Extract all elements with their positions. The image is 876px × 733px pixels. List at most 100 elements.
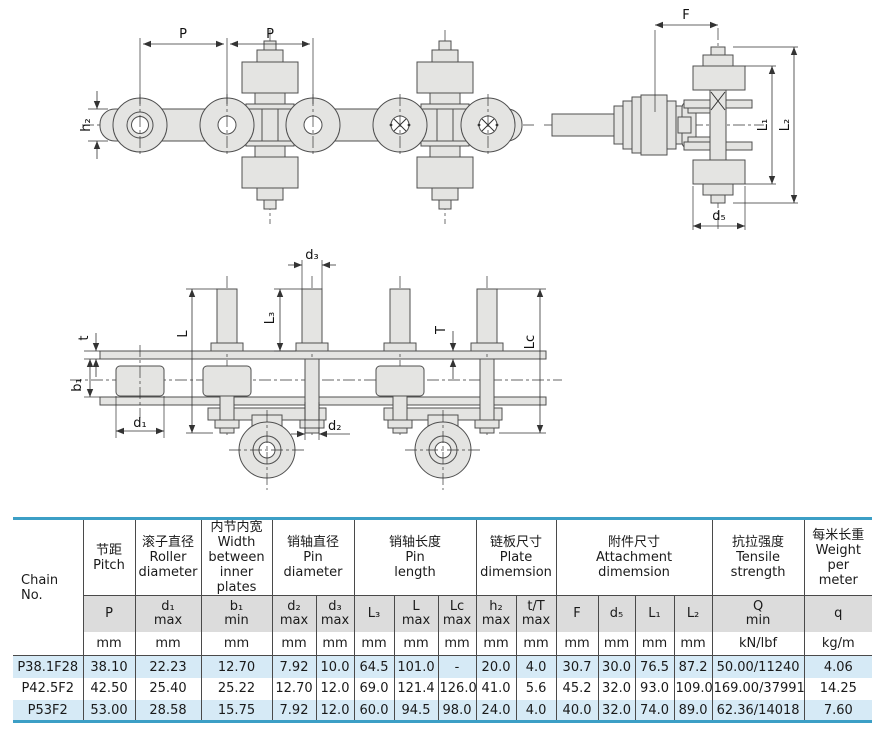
col-symbol-l1: L₁ xyxy=(635,595,675,632)
cell: 20.0 xyxy=(476,655,517,678)
roller xyxy=(112,94,168,156)
pitch-dimension: P P xyxy=(139,27,314,104)
stud-pin-with-roller xyxy=(202,276,252,438)
table-row: P38.1F28 38.10 22.23 12.70 7.92 10.0 64.… xyxy=(13,655,873,678)
stud-pin xyxy=(470,276,504,438)
col-unit: mm xyxy=(476,631,517,657)
col-group-pin-diameter: 销轴直径 Pin diameter xyxy=(272,518,355,597)
col-group-pitch: 节距 Pitch xyxy=(83,518,136,597)
cell: 14.25 xyxy=(819,681,857,697)
cell: 60.0 xyxy=(354,699,395,722)
col-symbol-h2: h₂ max xyxy=(476,595,517,632)
cell-chain-no: P38.1F28 xyxy=(13,655,84,678)
cell: 4.0 xyxy=(516,655,557,678)
cell: 4.0 xyxy=(516,699,557,722)
col-unit: mm xyxy=(316,631,355,657)
cell: 98.0 xyxy=(438,699,477,722)
d1-dimension: d₁ xyxy=(115,396,165,438)
cell: 24.0 xyxy=(476,699,517,722)
col-symbol-q: q xyxy=(804,595,873,632)
col-symbol-l2: L₂ xyxy=(674,595,713,632)
d5-dimension: d₅ xyxy=(692,186,746,230)
trolley-wheel xyxy=(229,410,305,490)
cell: 121.4 xyxy=(394,677,439,700)
table-row: P42.5F2 42.50 25.40 25.22 12.70 12.0 69.… xyxy=(13,677,872,700)
b1-dimension: b₁ xyxy=(70,359,100,398)
cell: 12.0 xyxy=(316,699,355,722)
attachment-bolt-assembly xyxy=(683,46,753,204)
t-cap-dimension: T xyxy=(434,326,457,379)
table-row: P53F2 53.00 28.58 15.75 7.92 12.0 60.0 9… xyxy=(13,699,873,722)
col-header-chain-no: Chain No. xyxy=(13,518,84,657)
roller-with-cotter xyxy=(460,94,516,156)
col-symbol-d5: d₅ xyxy=(598,595,636,632)
cell: 25.22 xyxy=(201,677,273,700)
col-unit: mm xyxy=(635,631,675,657)
dim-label-l1: L₁ xyxy=(756,119,771,131)
cell: 101.0 xyxy=(394,655,439,678)
cell: 50.00/11240 xyxy=(712,655,805,678)
col-symbol-f: F xyxy=(556,595,599,632)
col-group-inner-width: 内节内宽 Width between inner plates xyxy=(201,518,273,597)
cell: 62.36/14018 xyxy=(712,699,805,722)
engineering-drawings: P P h₂ xyxy=(70,8,798,490)
cell: 64.5 xyxy=(354,655,395,678)
cell: 15.75 xyxy=(201,699,273,722)
dim-label-t: t xyxy=(77,335,92,340)
col-unit: kg/m xyxy=(804,631,873,657)
l-dimension: L xyxy=(176,288,217,434)
cell-chain-no: P53F2 xyxy=(13,699,84,722)
col-symbol-b1: b₁ min xyxy=(201,595,273,632)
d2-dimension: d₂ xyxy=(291,402,350,440)
col-unit: mm xyxy=(83,631,136,657)
cell: 93.0 xyxy=(635,677,675,700)
col-symbol-d3: d₃ max xyxy=(316,595,355,632)
dim-label-l3: L₃ xyxy=(263,312,278,324)
cell: 94.5 xyxy=(394,699,439,722)
cell: 4.06 xyxy=(823,659,853,675)
dim-label-d5: d₅ xyxy=(712,209,725,224)
dim-label-h2: h₂ xyxy=(79,118,94,131)
dim-label-d3: d₃ xyxy=(305,248,318,263)
cell-chain-no: P42.5F2 xyxy=(13,677,84,700)
col-unit: kN/lbf xyxy=(712,631,805,657)
stud-pin-with-roller xyxy=(375,276,425,438)
cell: 12.70 xyxy=(272,677,317,700)
cell: 126.0 xyxy=(438,677,477,700)
dim-label-l: L xyxy=(176,330,191,338)
col-symbol-d1: d₁ max xyxy=(135,595,202,632)
lc-dimension: Lc xyxy=(497,288,546,434)
col-group-tensile-strength: 抗拉强度 Tensile strength xyxy=(712,518,805,597)
chain-end-view-drawing: F L₁ L₂ d₅ xyxy=(544,8,798,232)
roller xyxy=(285,94,341,156)
cell: 30.7 xyxy=(556,655,599,678)
col-group-attachment-dimension: 附件尺寸 Attachment dimemsion xyxy=(556,518,713,597)
cell: 45.2 xyxy=(556,677,599,700)
chain-elevation-drawing: t b₁ d₁ L d₃ L₃ xyxy=(70,248,562,490)
bottom-link-plate xyxy=(99,396,547,406)
col-unit: mm xyxy=(598,631,636,657)
cell: 76.5 xyxy=(635,655,675,678)
dim-label-p: P xyxy=(179,27,187,42)
l2-dimension: L₂ xyxy=(733,46,798,204)
col-unit: mm xyxy=(394,631,439,657)
attachment-bolt-assembly xyxy=(241,30,299,224)
col-unit: mm xyxy=(438,631,477,657)
cell: 89.0 xyxy=(674,699,713,722)
cell: 12.0 xyxy=(316,677,355,700)
col-symbol-p: P xyxy=(83,595,136,632)
cell: 28.58 xyxy=(135,699,202,722)
cell: 30.0 xyxy=(598,655,636,678)
pin-shaft xyxy=(551,94,685,156)
cell: 5.6 xyxy=(516,677,557,700)
col-symbol-tT: t/T max xyxy=(516,595,557,632)
col-symbol-q-min: Q min xyxy=(712,595,805,632)
dim-label-lc: Lc xyxy=(523,335,538,349)
t-dimension: t xyxy=(77,333,100,377)
cell: 32.0 xyxy=(598,699,636,722)
cell: 10.0 xyxy=(316,655,355,678)
col-unit: mm xyxy=(516,631,557,657)
f-dimension: F xyxy=(654,8,718,112)
cell: 42.50 xyxy=(83,677,136,700)
col-unit: mm xyxy=(556,631,599,657)
